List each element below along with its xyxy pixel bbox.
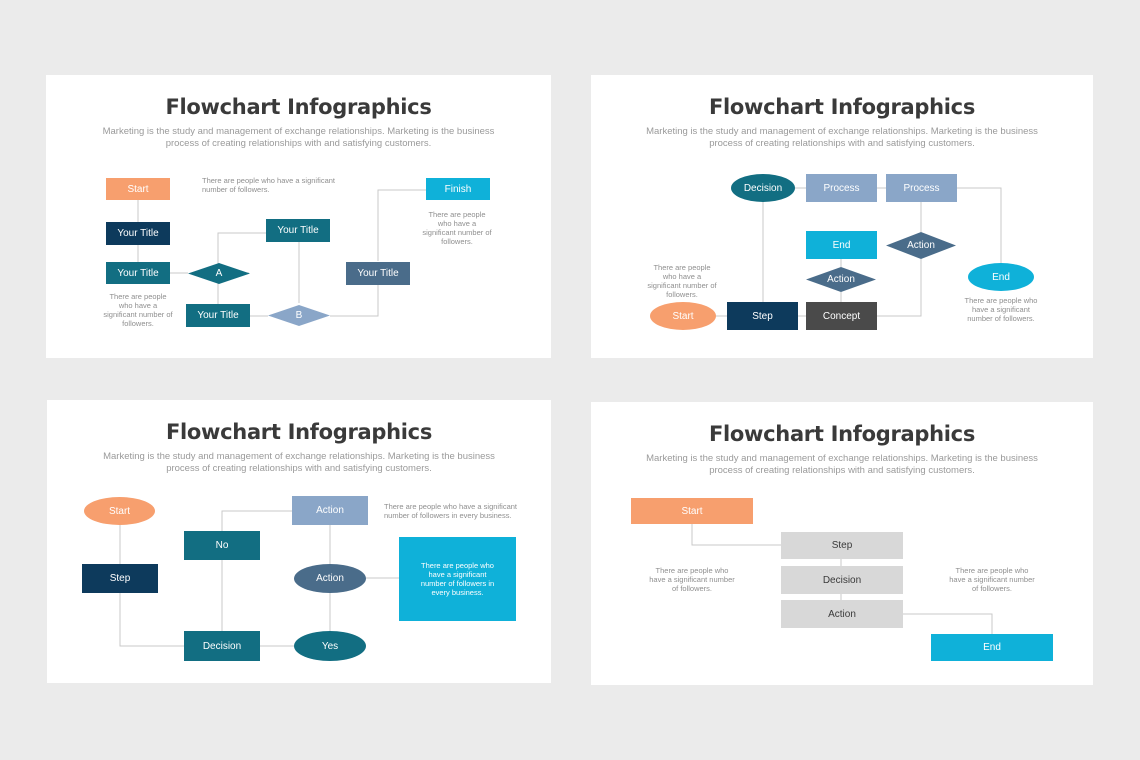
diamond-label: A bbox=[215, 268, 223, 279]
slide-2: Flowchart Infographics Marketing is the … bbox=[591, 75, 1093, 358]
annotation-text: There are people who have a significant … bbox=[422, 210, 492, 246]
diamond-label: Action bbox=[827, 274, 855, 285]
diamond-label: B bbox=[295, 310, 303, 321]
step-node[interactable]: Step bbox=[781, 532, 903, 559]
end-node[interactable]: End bbox=[968, 263, 1034, 291]
annotation-text: There are people who have a significant … bbox=[103, 292, 173, 328]
decision-node[interactable]: Decision bbox=[781, 566, 903, 594]
slide-subtitle: Marketing is the study and management of… bbox=[103, 451, 495, 474]
action-diamond[interactable]: Action bbox=[886, 232, 956, 259]
concept-node[interactable]: Concept bbox=[806, 302, 877, 330]
slide-1: Flowchart Infographics Marketing is the … bbox=[46, 75, 551, 358]
annotation-text: There are people who have a significant … bbox=[647, 263, 717, 299]
info-box: There are people who have a significant … bbox=[399, 537, 516, 621]
slide-subtitle: Marketing is the study and management of… bbox=[646, 453, 1038, 476]
step-node[interactable]: Step bbox=[727, 302, 798, 330]
start-node[interactable]: Start bbox=[84, 497, 155, 525]
annotation-text: There are people who have a significant … bbox=[949, 566, 1035, 593]
finish-node[interactable]: Finish bbox=[426, 178, 490, 200]
annotation-text: There are people who have a significant … bbox=[202, 176, 336, 194]
start-node[interactable]: Start bbox=[631, 498, 753, 524]
start-node[interactable]: Start bbox=[650, 302, 716, 330]
start-node[interactable]: Start bbox=[106, 178, 170, 200]
end-node[interactable]: End bbox=[931, 634, 1053, 661]
slide-subtitle: Marketing is the study and management of… bbox=[646, 126, 1038, 149]
yes-node[interactable]: Yes bbox=[294, 631, 366, 661]
slide-title: Flowchart Infographics bbox=[708, 422, 976, 446]
your-title-node[interactable]: Your Title bbox=[106, 222, 170, 245]
process-node[interactable]: Process bbox=[886, 174, 957, 202]
action-node[interactable]: Action bbox=[294, 564, 366, 593]
your-title-node[interactable]: Your Title bbox=[266, 219, 330, 242]
annotation-text: There are people who have a significant … bbox=[964, 296, 1038, 323]
slide-title: Flowchart Infographics bbox=[708, 95, 976, 119]
your-title-node[interactable]: Your Title bbox=[346, 262, 410, 285]
slide-title: Flowchart Infographics bbox=[165, 95, 432, 119]
decision-node[interactable]: Decision bbox=[184, 631, 260, 661]
process-node[interactable]: Process bbox=[806, 174, 877, 202]
no-node[interactable]: No bbox=[184, 531, 260, 560]
action-node[interactable]: Action bbox=[781, 600, 903, 628]
annotation-text: There are people who have a significant … bbox=[384, 502, 518, 520]
decision-node[interactable]: Decision bbox=[731, 174, 795, 202]
decision-diamond-b[interactable]: B bbox=[268, 305, 330, 326]
step-node[interactable]: Step bbox=[82, 564, 158, 593]
end-node[interactable]: End bbox=[806, 231, 877, 259]
decision-diamond-a[interactable]: A bbox=[188, 263, 250, 284]
your-title-node[interactable]: Your Title bbox=[186, 304, 250, 327]
your-title-node[interactable]: Your Title bbox=[106, 262, 170, 284]
annotation-text: There are people who have a significant … bbox=[649, 566, 735, 593]
slide-title: Flowchart Infographics bbox=[165, 420, 433, 444]
action-node[interactable]: Action bbox=[292, 496, 368, 525]
slide-3: Flowchart Infographics Marketing is the … bbox=[47, 400, 551, 683]
diamond-label: Action bbox=[907, 240, 935, 251]
slide-subtitle: Marketing is the study and management of… bbox=[102, 126, 495, 149]
slide-4: Flowchart Infographics Marketing is the … bbox=[591, 402, 1093, 685]
action-diamond[interactable]: Action bbox=[806, 267, 876, 292]
